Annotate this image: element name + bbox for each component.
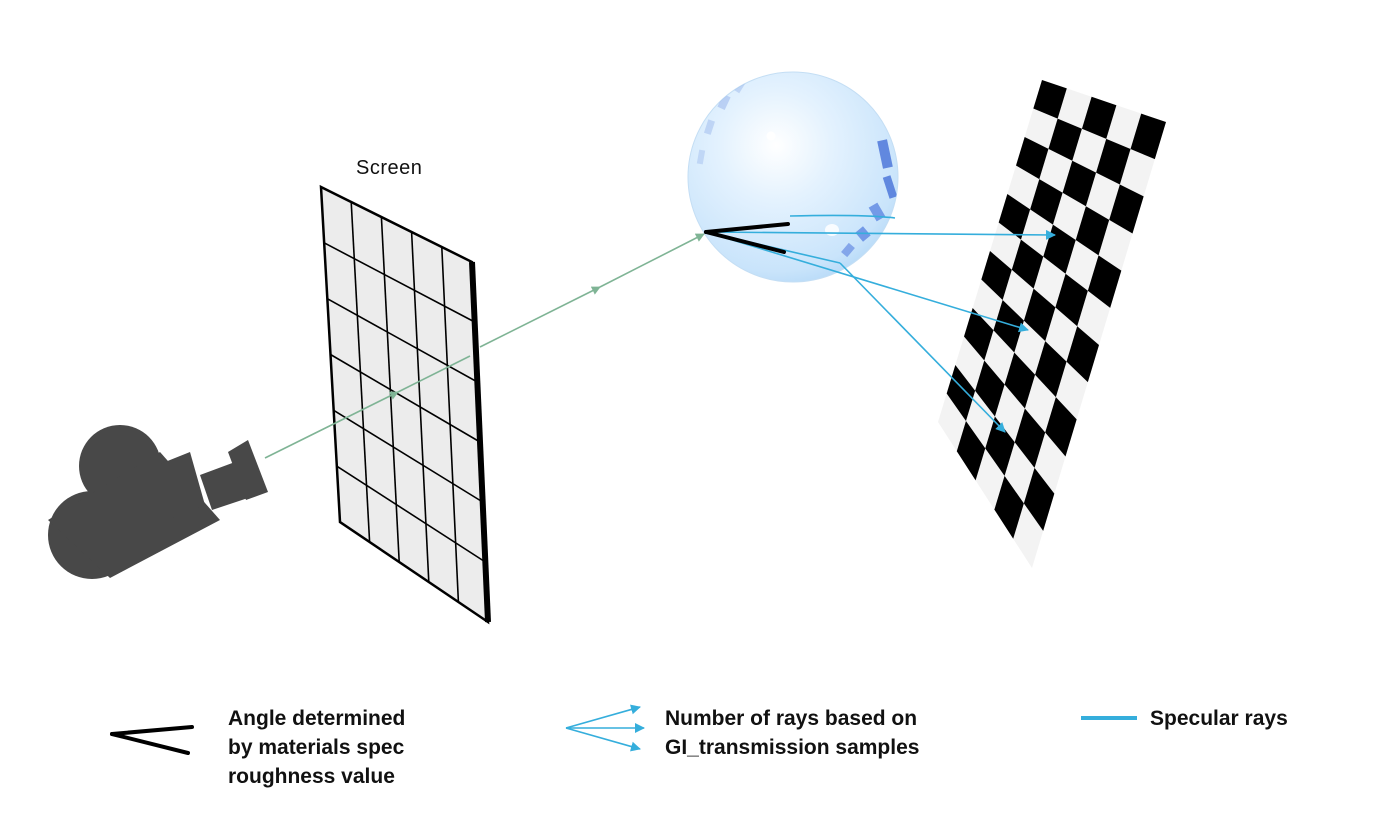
checker-square [1030, 179, 1063, 225]
camera-ray-segment-2 [397, 355, 471, 393]
checker-square [1062, 160, 1097, 207]
checker-square [1004, 352, 1036, 409]
camera-ray-segment-4 [599, 233, 705, 288]
legend-angle-line-1: Angle determined [228, 707, 406, 730]
checker-square [1066, 326, 1099, 383]
checker-square [1081, 96, 1117, 139]
angle-icon [110, 725, 194, 755]
legend-rays-text: Number of rays based on GI_transmission … [665, 704, 919, 762]
screen-grid [319, 184, 491, 625]
checker-square [1130, 113, 1166, 160]
roughness-angle-icon [704, 222, 790, 254]
specular-ray-1-origin [789, 214, 896, 219]
checkerboard-plane [938, 80, 1166, 568]
checker-square [985, 416, 1015, 476]
checker-square [964, 308, 994, 361]
legend-rays-line-1: Number of rays based on [665, 707, 918, 730]
glass-sphere [687, 71, 899, 283]
checker-square [1011, 239, 1044, 289]
camera-ray-segment-1 [264, 391, 399, 459]
checker-square [1014, 408, 1046, 468]
legend-angle-text: Angle determined by materials spec rough… [228, 704, 405, 791]
legend-rays-line-2: GI_transmission samples [665, 736, 920, 759]
checker-square [981, 251, 1012, 301]
checker-square [1045, 397, 1077, 457]
checker-square [1055, 273, 1088, 327]
checker-square [956, 420, 986, 481]
checker-square [1023, 288, 1056, 342]
legend-angle-line-3: roughness value [228, 765, 395, 788]
specular-ray-3 [839, 262, 1006, 433]
checker-square [1087, 255, 1122, 308]
checker-square [993, 300, 1024, 353]
specular-ray-2 [705, 231, 1029, 333]
legend-angle-line-2: by materials spec [228, 736, 405, 759]
checker-square [1096, 138, 1131, 185]
checker-square [975, 360, 1005, 417]
specular-ray-1 [705, 229, 1056, 240]
checker-square [1016, 137, 1049, 180]
checker-square [1035, 341, 1067, 398]
screen-label: Screen [356, 157, 423, 179]
checker-square [998, 194, 1031, 240]
checker-square [1048, 118, 1082, 161]
checker-square [1109, 184, 1144, 234]
legend-specular-text: Specular rays [1150, 704, 1288, 733]
checker-square [1023, 467, 1055, 531]
camera-icon [48, 425, 268, 579]
checker-square [1075, 206, 1110, 256]
ray-fan-icon [565, 704, 645, 752]
legend-specular-line-1: Specular rays [1150, 707, 1288, 730]
checker-square [1033, 80, 1067, 119]
camera-ray-segment-3 [479, 286, 601, 348]
checker-square [994, 475, 1024, 539]
